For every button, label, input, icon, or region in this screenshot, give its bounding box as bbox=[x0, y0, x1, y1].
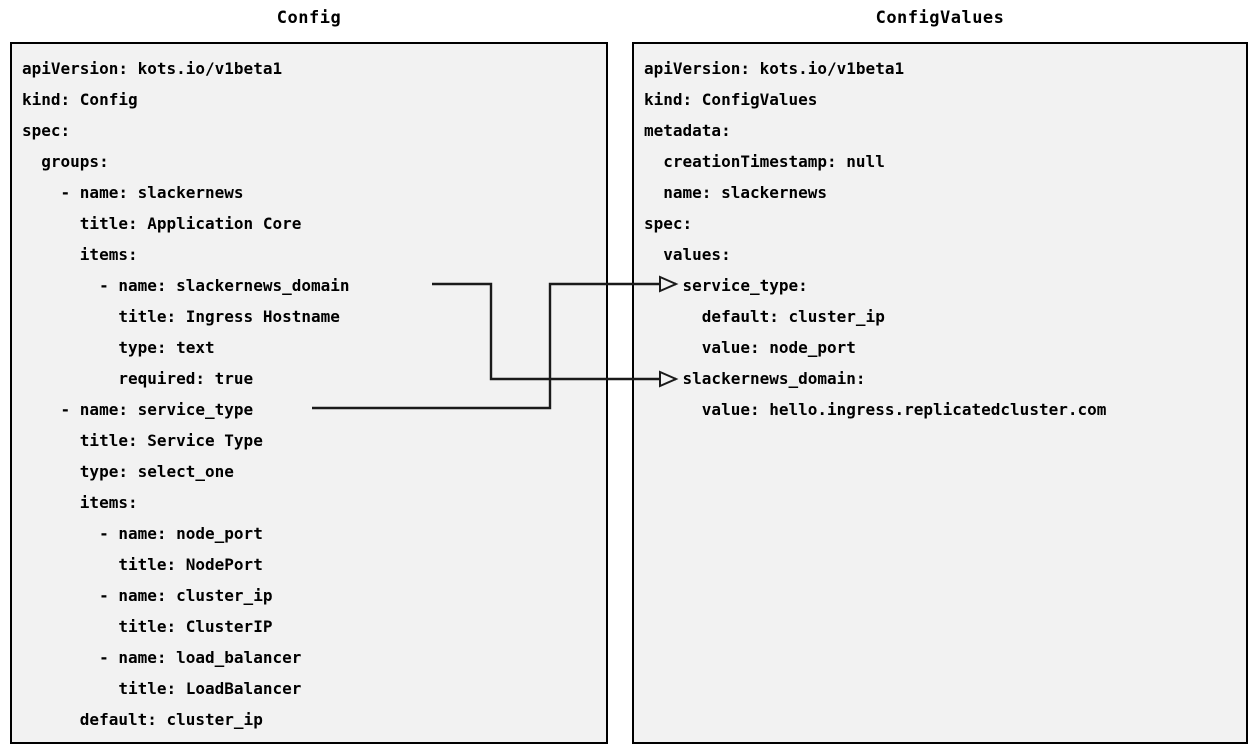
configvalues-yaml-line: spec: bbox=[644, 214, 693, 233]
config-yaml-line: kind: Config bbox=[22, 90, 138, 109]
configvalues-panel: apiVersion: kots.io/v1beta1 kind: ConfigV… bbox=[632, 42, 1248, 744]
configvalues-yaml-line: slackernews_domain: bbox=[644, 369, 866, 388]
config-yaml-line: - name: load_balancer bbox=[22, 648, 302, 667]
configvalues-yaml-line: metadata: bbox=[644, 121, 731, 140]
configvalues-yaml-line: kind: ConfigValues bbox=[644, 90, 818, 109]
configvalues-yaml-line: default: cluster_ip bbox=[644, 307, 885, 326]
config-yaml-line: items: bbox=[22, 493, 138, 512]
config-yaml-line: title: Service Type bbox=[22, 431, 263, 450]
config-yaml-line: title: Application Core bbox=[22, 214, 302, 233]
configvalues-yaml-line: value: hello.ingress.replicatedcluster.c… bbox=[644, 400, 1107, 419]
configvalues-yaml-line: value: node_port bbox=[644, 338, 856, 357]
config-yaml-line: type: select_one bbox=[22, 462, 234, 481]
configvalues-yaml-line: creationTimestamp: null bbox=[644, 152, 885, 171]
config-yaml-line: default: cluster_ip bbox=[22, 710, 263, 729]
config-yaml-line: title: LoadBalancer bbox=[22, 679, 302, 698]
config-yaml-line: title: ClusterIP bbox=[22, 617, 273, 636]
config-yaml-line: groups: bbox=[22, 152, 109, 171]
config-yaml-line: - name: service_type bbox=[22, 400, 254, 419]
configvalues-yaml-line: name: slackernews bbox=[644, 183, 828, 202]
config-yaml-line: title: NodePort bbox=[22, 555, 263, 574]
config-yaml-line: - name: cluster_ip bbox=[22, 586, 273, 605]
config-yaml-line: items: bbox=[22, 245, 138, 264]
configvalues-yaml-line: values: bbox=[644, 245, 731, 264]
configvalues-yaml-line: apiVersion: kots.io/v1beta1 bbox=[644, 59, 905, 78]
configvalues-panel-title: ConfigValues bbox=[875, 8, 1005, 28]
config-yaml-text: apiVersion: kots.io/v1beta1 kind: Config s… bbox=[22, 53, 602, 735]
configvalues-yaml-line: service_type: bbox=[644, 276, 808, 295]
config-panel: apiVersion: kots.io/v1beta1 kind: Config s… bbox=[10, 42, 608, 744]
config-yaml-line: - name: node_port bbox=[22, 524, 263, 543]
config-yaml-line: - name: slackernews bbox=[22, 183, 244, 202]
config-yaml-line: - name: slackernews_domain bbox=[22, 276, 350, 295]
config-yaml-line: spec: bbox=[22, 121, 71, 140]
config-panel-title: Config bbox=[276, 8, 342, 28]
configvalues-yaml-text: apiVersion: kots.io/v1beta1 kind: ConfigV… bbox=[644, 53, 1242, 425]
config-yaml-line: type: text bbox=[22, 338, 215, 357]
config-yaml-line: apiVersion: kots.io/v1beta1 bbox=[22, 59, 283, 78]
config-yaml-line: required: true bbox=[22, 369, 254, 388]
config-yaml-line: title: Ingress Hostname bbox=[22, 307, 340, 326]
